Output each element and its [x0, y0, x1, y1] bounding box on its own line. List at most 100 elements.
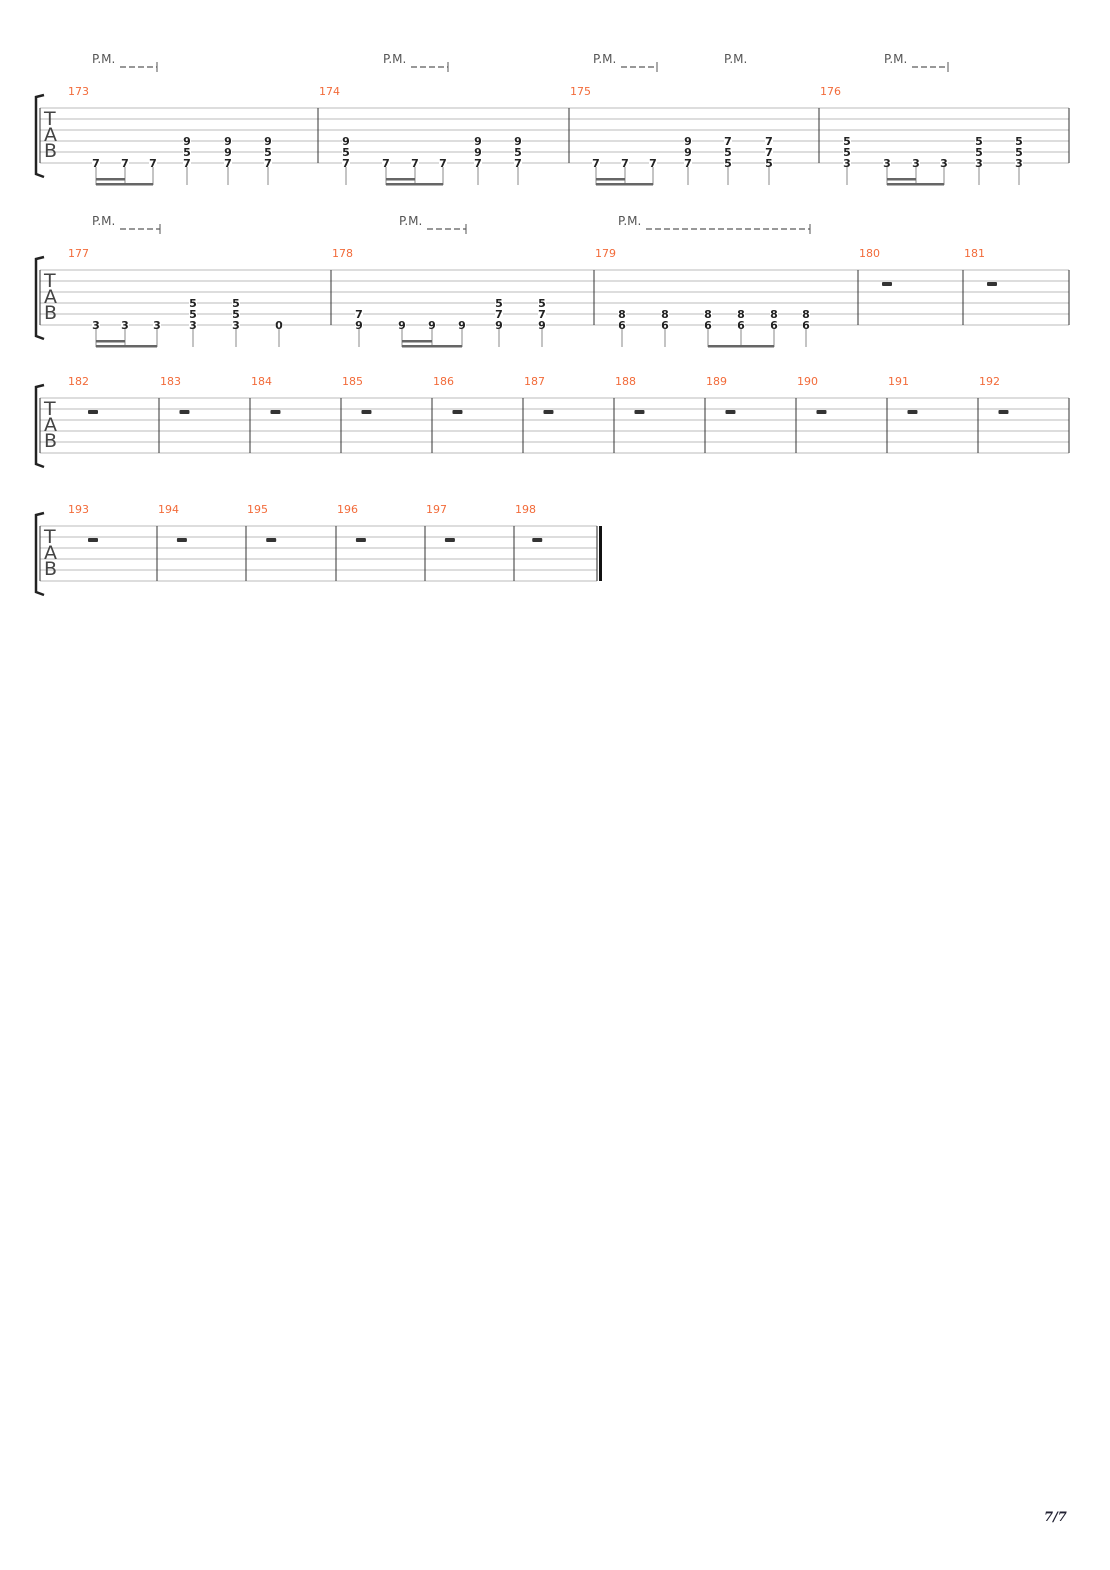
rest — [543, 410, 554, 414]
fret-bg — [189, 320, 197, 330]
fret-number: 5 — [843, 146, 851, 159]
rest — [88, 538, 98, 542]
fret-bg — [189, 309, 197, 319]
fret-bg — [264, 136, 272, 146]
fret-number: 9 — [398, 319, 406, 332]
fret-number: 9 — [684, 135, 692, 148]
fret-bg — [770, 320, 778, 330]
fret-bg — [342, 136, 350, 146]
fret-number: 3 — [232, 319, 240, 332]
measure-number: 192 — [979, 375, 1000, 388]
fret-bg — [1015, 136, 1023, 146]
system-bracket — [34, 255, 45, 341]
measure-number: 177 — [68, 247, 89, 260]
fret-number: 9 — [183, 135, 191, 148]
fret-number: 7 — [183, 157, 191, 170]
fret-number: 8 — [737, 308, 745, 321]
measure-number: 183 — [160, 375, 181, 388]
rest — [179, 410, 190, 414]
fret-bg — [439, 158, 447, 168]
fret-bg — [883, 158, 891, 168]
fret-number: 7 — [382, 157, 390, 170]
tab-clef-letter: B — [44, 558, 57, 580]
fret-bg — [183, 136, 191, 146]
fret-bg — [975, 136, 983, 146]
rest — [176, 538, 187, 542]
fret-number: 7 — [621, 157, 629, 170]
fret-number: 9 — [495, 319, 503, 332]
fret-bg — [724, 136, 732, 146]
fret-bg — [398, 320, 406, 330]
fret-number: 5 — [232, 297, 240, 310]
fret-number: 3 — [883, 157, 891, 170]
fret-bg — [649, 158, 657, 168]
measure-number: 176 — [820, 85, 841, 98]
rest — [361, 410, 372, 414]
fret-number: 8 — [770, 308, 778, 321]
fret-bg — [474, 147, 482, 157]
rest — [270, 410, 281, 414]
fret-number: 5 — [724, 157, 732, 170]
fret-bg — [232, 320, 240, 330]
rest — [907, 410, 918, 414]
fret-number: 5 — [495, 297, 503, 310]
fret-number: 9 — [428, 319, 436, 332]
fret-number: 6 — [704, 319, 712, 332]
fret-bg — [495, 309, 503, 319]
measure-number: 188 — [615, 375, 636, 388]
fret-number: 7 — [342, 157, 350, 170]
fret-bg — [514, 136, 522, 146]
fret-number: 8 — [704, 308, 712, 321]
beam-secondary — [96, 340, 125, 343]
fret-number: 9 — [224, 146, 232, 159]
measure-number: 174 — [319, 85, 340, 98]
fret-bg — [737, 320, 745, 330]
fret-bg — [704, 320, 712, 330]
system-bracket — [34, 511, 45, 597]
fret-number: 6 — [802, 319, 810, 332]
fret-number: 0 — [275, 319, 283, 332]
fret-number: 7 — [538, 308, 546, 321]
system-bracket — [34, 383, 45, 469]
fret-number: 5 — [264, 146, 272, 159]
palm-mute-label: P.M. — [724, 52, 747, 66]
fret-bg — [661, 320, 669, 330]
beam-secondary — [596, 178, 625, 181]
fret-bg — [411, 158, 419, 168]
fret-number: 5 — [724, 146, 732, 159]
fret-number: 5 — [765, 157, 773, 170]
page-number: 7/7 — [1044, 1510, 1067, 1525]
tab-clef-letter: A — [44, 414, 57, 436]
tab-clef-letter: T — [43, 526, 56, 548]
fret-number: 3 — [912, 157, 920, 170]
measure-number: 175 — [570, 85, 591, 98]
fret-bg — [912, 158, 920, 168]
measure-number: 182 — [68, 375, 89, 388]
fret-bg — [275, 320, 283, 330]
fret-bg — [121, 320, 129, 330]
tab-clef-letter: B — [44, 302, 57, 324]
fret-bg — [592, 158, 600, 168]
fret-bg — [684, 136, 692, 146]
beam — [96, 183, 153, 186]
measure-number: 186 — [433, 375, 454, 388]
measure-number: 195 — [247, 503, 268, 516]
fret-number: 7 — [149, 157, 157, 170]
measure-number: 191 — [888, 375, 909, 388]
fret-number: 9 — [458, 319, 466, 332]
fret-bg — [975, 147, 983, 157]
fret-number: 9 — [342, 135, 350, 148]
fret-number: 5 — [1015, 135, 1023, 148]
fret-bg — [802, 309, 810, 319]
palm-mute-label: P.M. — [92, 214, 115, 228]
fret-bg — [538, 309, 546, 319]
beam — [887, 183, 944, 186]
tab-clef-letter: B — [44, 140, 57, 162]
fret-number: 5 — [975, 146, 983, 159]
fret-number: 3 — [189, 319, 197, 332]
fret-number: 3 — [153, 319, 161, 332]
measure-number: 181 — [964, 247, 985, 260]
